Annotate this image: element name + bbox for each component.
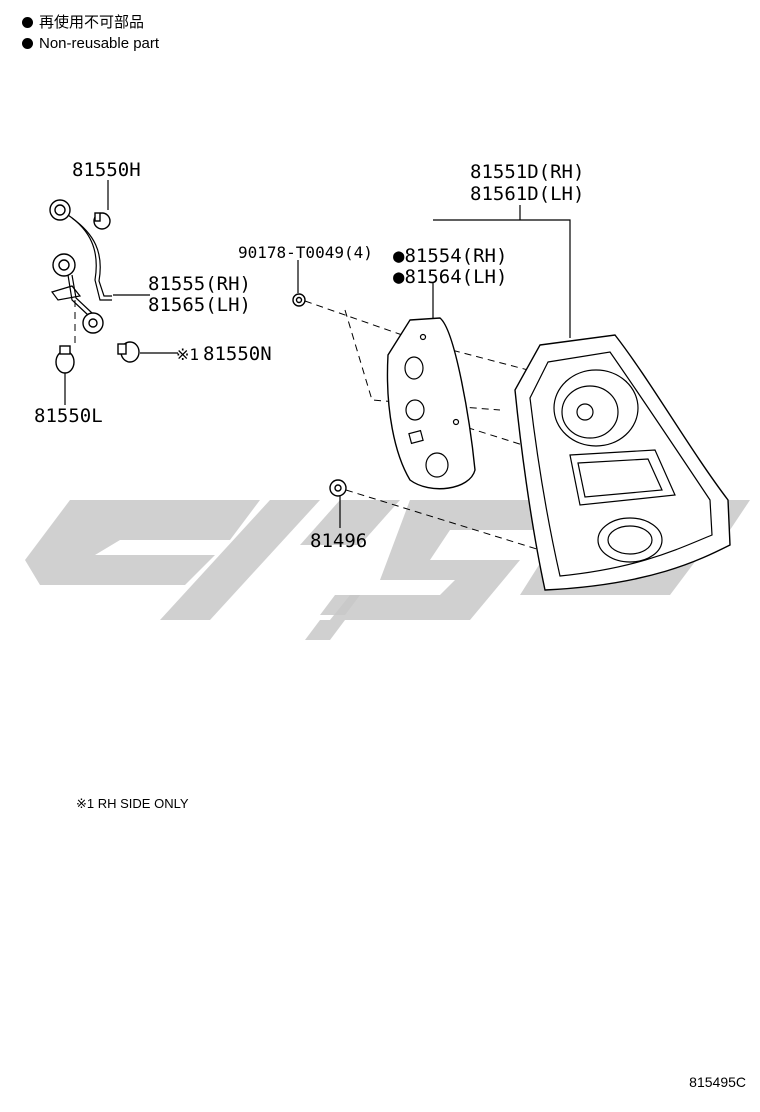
label-81554-rh: ●81554(RH) (393, 245, 507, 267)
leader-lines (64, 180, 571, 528)
clip-81496 (329, 479, 347, 497)
figure-code: 815495C (689, 1074, 746, 1090)
lens-body-81551D (514, 334, 731, 591)
label-81550N-mark: ※1 (176, 345, 199, 364)
label-81565-lh: 81565(LH) (148, 294, 251, 316)
non-reusable-bullet-icon (22, 38, 33, 49)
label-81551D-rh: 81551D(RH) (470, 161, 584, 183)
label-90178: 90178-T0049(4) (238, 243, 373, 262)
legend-non-reusable-jp: 再使用不可部品 (22, 14, 144, 32)
gasket-81554 (386, 317, 476, 490)
nut-90178 (292, 293, 306, 307)
bulb-81550N (117, 341, 140, 363)
rh-side-only-note: ※1 RH SIDE ONLY (76, 796, 189, 811)
bulb-81550H (93, 212, 111, 230)
label-81550H: 81550H (72, 159, 141, 181)
legend-jp-text: 再使用不可部品 (39, 14, 145, 31)
legend-en-text: Non-reusable part (39, 35, 160, 52)
bulb-81550L (55, 345, 75, 374)
label-81564-lh: ●81564(LH) (393, 266, 507, 288)
label-81550L: 81550L (34, 405, 103, 427)
label-81555-rh: 81555(RH) (148, 273, 251, 295)
label-81550N: 81550N (203, 343, 272, 365)
non-reusable-bullet-icon (22, 17, 33, 28)
label-81496: 81496 (310, 530, 367, 552)
legend-non-reusable-en: Non-reusable part (22, 35, 159, 53)
socket-wire-assembly (49, 199, 112, 334)
label-81561D-lh: 81561D(LH) (470, 183, 584, 205)
